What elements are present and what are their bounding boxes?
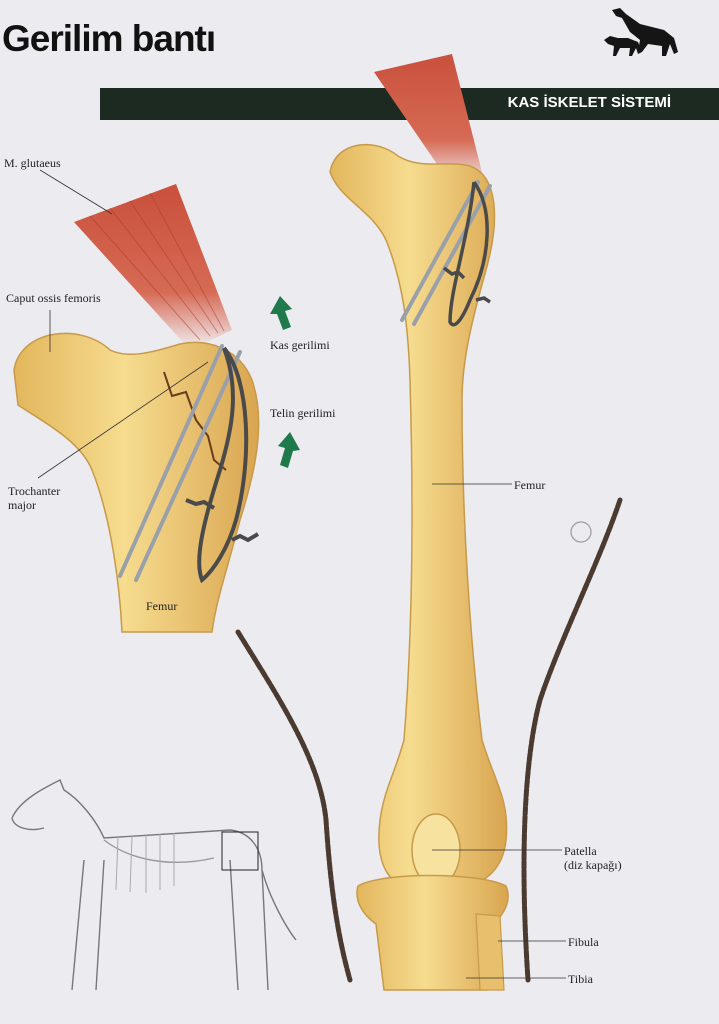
up-arrow-icon [270,296,292,330]
tibia-shape [356,874,509,991]
muscle-glutaeus-detail [74,184,232,350]
muscle-glutaeus-main [374,54,484,186]
label-trochanter: Trochanter [8,484,61,498]
dog-skeleton-icon [11,779,297,991]
skin-outline-left [235,629,353,983]
label-tibia: Tibia [568,972,593,986]
label-fibula: Fibula [568,935,599,949]
label-kas-gerilimi: Kas gerilimi [270,338,330,352]
label-femur-detail: Femur [146,599,178,613]
section-label: KAS İSKELET SİSTEMİ [507,94,671,111]
femur-main [329,144,508,893]
label-telin-gerilimi: Telin gerilimi [270,406,336,420]
label-patella-sub: (diz kapağı) [564,858,622,872]
label-patella: Patella [564,844,597,858]
label-trochanter-major: major [8,498,36,512]
fibula-shape [475,913,505,991]
page-title: Gerilim bantı [2,18,216,59]
dog-cat-logo-icon [604,8,678,56]
femur-detail [13,332,260,633]
down-arrow-icon [278,432,300,468]
label-femur-main: Femur [514,478,546,492]
label-caput-ossis-femoris: Caput ossis femoris [6,291,101,305]
skin-outline-right [521,497,623,983]
label-m-glutaeus: M. glutaeus [4,156,61,170]
